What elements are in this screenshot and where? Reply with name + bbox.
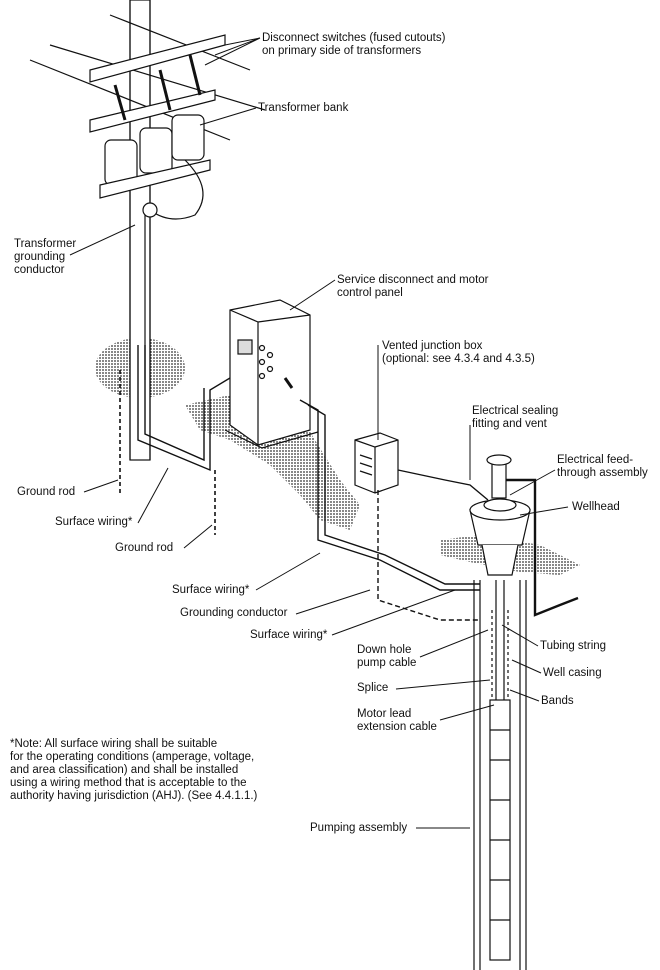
- label-line: Electrical feed-: [557, 454, 634, 466]
- surface-wiring: [137, 345, 489, 621]
- surface-wiring-note: *Note: All surface wiring shall be suita…: [10, 738, 300, 803]
- control-panel: [224, 299, 319, 449]
- label-line: Electrical sealing: [472, 405, 559, 417]
- label-feed-through: Electrical feed- through assembly: [557, 454, 648, 480]
- label-line: Motor lead: [357, 708, 412, 720]
- label-surface-wiring-3: Surface wiring*: [250, 629, 328, 641]
- note-line: authority having jurisdiction (AHJ). (Se…: [10, 790, 258, 802]
- label-tubing-string: Tubing string: [540, 640, 607, 652]
- label-line: extension cable: [357, 721, 437, 733]
- label-wellhead: Wellhead: [572, 501, 620, 513]
- label-line: Down hole: [357, 644, 412, 656]
- junction-box: [354, 432, 399, 494]
- label-vented-junction-box: Vented junction box (optional: see 4.3.4…: [382, 340, 535, 366]
- leader-lines: [69, 37, 569, 829]
- label-line: through assembly: [557, 467, 648, 479]
- label-ground-rod-2: Ground rod: [115, 542, 174, 554]
- label-electrical-sealing: Electrical sealing fitting and vent: [472, 405, 558, 431]
- label-line: on primary side of transformers: [262, 45, 422, 57]
- note-line: *Note: All surface wiring shall be suita…: [10, 738, 218, 750]
- well-casing: [473, 580, 527, 970]
- label-grounding-conductor: Grounding conductor: [180, 607, 288, 619]
- label-line: pump cable: [357, 657, 417, 669]
- label-line: Disconnect switches (fused cutouts): [262, 32, 446, 44]
- label-disconnect-switches: Disconnect switches (fused cutouts) on p…: [262, 32, 445, 58]
- label-surface-wiring-1: Surface wiring*: [55, 516, 133, 528]
- label-line: fitting and vent: [472, 418, 547, 430]
- label-surface-wiring-2: Surface wiring*: [172, 584, 250, 596]
- label-pumping-assembly: Pumping assembly: [310, 822, 408, 834]
- label-bands: Bands: [541, 695, 574, 707]
- label-line: (optional: see 4.3.4 and 4.3.5): [382, 353, 535, 365]
- label-motor-lead: Motor lead extension cable: [357, 708, 437, 734]
- label-line: Service disconnect and motor: [337, 274, 489, 286]
- label-down-hole-cable: Down hole pump cable: [357, 644, 416, 670]
- label-line: grounding: [14, 251, 66, 263]
- wellhead: [469, 454, 579, 617]
- label-transformer-bank: Transformer bank: [258, 102, 349, 114]
- ground-rods: [119, 370, 216, 535]
- label-line: conductor: [14, 264, 65, 276]
- label-service-disconnect: Service disconnect and motor control pan…: [337, 274, 489, 300]
- label-line: Vented junction box: [382, 340, 483, 352]
- note-line: using a wiring method that is acceptable…: [10, 777, 247, 789]
- note-line: for the operating conditions (amperage, …: [10, 751, 255, 763]
- label-ground-rod-1: Ground rod: [17, 486, 76, 498]
- label-splice: Splice: [357, 682, 389, 694]
- label-line: control panel: [337, 287, 403, 299]
- note-line: and area classification) and shall be in…: [10, 764, 239, 776]
- label-line: Transformer: [14, 238, 77, 250]
- label-transformer-grounding: Transformer grounding conductor: [14, 238, 76, 277]
- label-well-casing: Well casing: [543, 667, 602, 679]
